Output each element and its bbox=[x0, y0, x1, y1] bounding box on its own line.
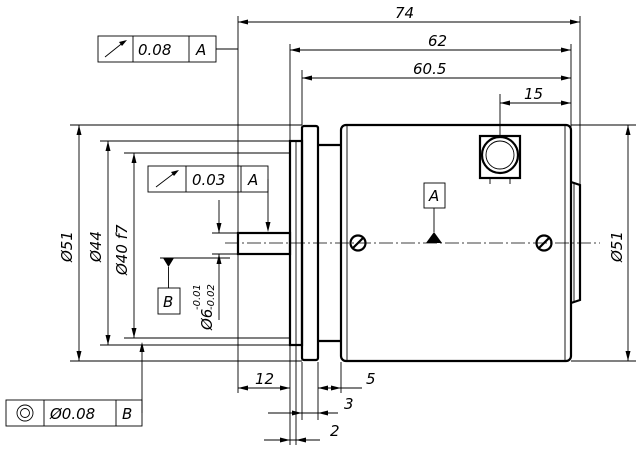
dim-dia-6: Ø6 -0.01 -0.02 bbox=[192, 284, 217, 331]
svg-text:A: A bbox=[195, 41, 206, 59]
dim-60-5: 60.5 bbox=[413, 60, 446, 78]
horizontal-dimensions-top: 74 62 60.5 15 bbox=[237, 4, 581, 232]
svg-text:B: B bbox=[122, 405, 132, 423]
end-cap bbox=[570, 180, 582, 305]
svg-text:-0.01: -0.01 bbox=[192, 284, 203, 310]
runout-icon bbox=[104, 40, 127, 58]
fcf-runout-top: 0.08 A bbox=[97, 35, 238, 63]
fcf-runout-middle: 0.03 A bbox=[147, 165, 271, 232]
datum-a: A bbox=[423, 182, 446, 243]
concentricity-icon bbox=[16, 404, 34, 422]
body-neck bbox=[318, 143, 341, 343]
svg-text:Ø0.08: Ø0.08 bbox=[49, 405, 95, 423]
svg-text:0.08: 0.08 bbox=[138, 41, 171, 59]
dim-74: 74 bbox=[395, 4, 414, 22]
dim-15: 15 bbox=[524, 85, 543, 103]
svg-text:A: A bbox=[428, 187, 439, 205]
dim-dia-44: Ø44 bbox=[87, 231, 105, 263]
svg-text:-0.02: -0.02 bbox=[206, 284, 217, 310]
svg-text:A: A bbox=[247, 171, 258, 189]
dim-62: 62 bbox=[428, 32, 447, 50]
svg-text:0.03: 0.03 bbox=[192, 171, 225, 189]
horizontal-dimensions-bottom: 12 5 3 2 bbox=[237, 255, 376, 445]
dim-12: 12 bbox=[255, 370, 274, 388]
diameter-dimension-right: Ø51 bbox=[571, 124, 636, 362]
connector bbox=[478, 134, 522, 184]
dim-dia-51-right: Ø51 bbox=[608, 231, 626, 263]
dim-dia-40-f7: Ø40 f7 bbox=[113, 224, 131, 276]
dim-3: 3 bbox=[344, 395, 354, 413]
dim-5: 5 bbox=[366, 370, 376, 388]
fcf-concentricity: Ø0.08 B bbox=[5, 342, 145, 427]
runout-icon bbox=[155, 170, 179, 188]
shaft bbox=[236, 231, 292, 256]
dim-2: 2 bbox=[330, 422, 340, 440]
dim-dia-51-left: Ø51 bbox=[58, 231, 76, 263]
svg-text:Ø6: Ø6 bbox=[198, 309, 216, 331]
svg-text:B: B bbox=[163, 293, 173, 311]
diameter-dimensions-left: Ø51 Ø44 Ø40 f7 Ø6 -0.01 -0.02 bbox=[58, 124, 302, 362]
part-outline bbox=[225, 123, 600, 363]
